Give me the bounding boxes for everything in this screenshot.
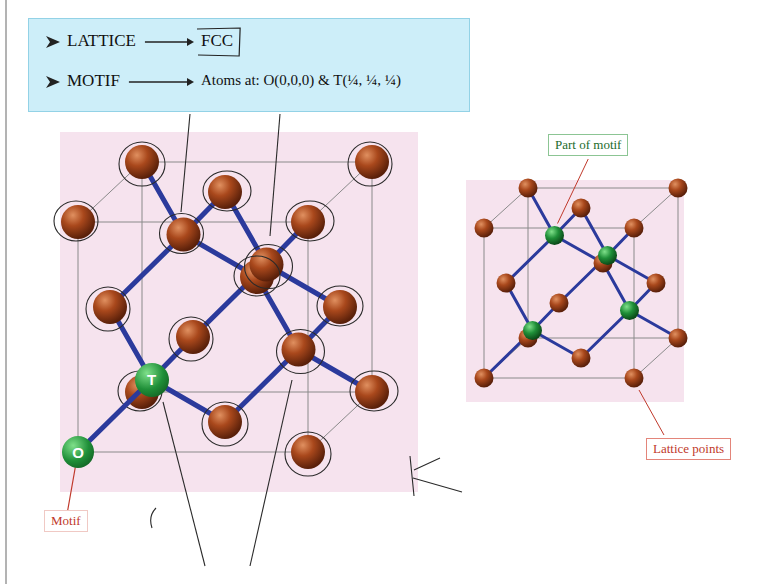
pen-circle	[245, 245, 293, 289]
pen-scribble	[151, 508, 156, 528]
lattice-atom	[475, 219, 494, 238]
lattice-atom	[669, 179, 688, 198]
motif-atom	[250, 248, 284, 282]
lattice-atom	[550, 294, 569, 313]
lattice-atom	[176, 320, 210, 354]
ground-right	[466, 180, 684, 402]
lattice-atom	[625, 219, 644, 238]
definition: Atoms at: O(0,0,0) & T(¼, ¼, ¼)	[201, 72, 401, 89]
cell-edge	[484, 378, 634, 379]
atom-letter: O	[72, 444, 84, 461]
lattice-atom	[625, 369, 644, 388]
bond	[581, 311, 630, 359]
pen-arrow	[250, 380, 292, 566]
cell-edge	[78, 222, 79, 452]
arrow	[129, 81, 190, 82]
pen-circle	[286, 201, 334, 241]
lattice-atom	[475, 369, 494, 388]
lattice-atom	[208, 175, 242, 209]
motif-atom	[523, 321, 542, 340]
pen-circle	[86, 287, 130, 331]
diamond-cell-left	[61, 145, 389, 469]
pen-circle	[348, 142, 392, 186]
lattice-atom	[125, 145, 159, 179]
term: MOTIF	[67, 71, 120, 91]
cell-edge	[484, 228, 485, 378]
pen-arrow	[181, 114, 190, 212]
pen-arrow	[270, 114, 280, 236]
pen-circle	[317, 286, 363, 326]
pen-circle	[160, 214, 204, 254]
arrow-head	[187, 38, 194, 46]
lattice-atom	[647, 274, 666, 293]
definition-panel: LATTICE FCC MOTIF Atoms at: O(0,0,0) & T(¼,…	[28, 18, 470, 112]
arrow	[145, 41, 190, 42]
pen-circle	[285, 432, 331, 476]
lattice-atom	[519, 179, 538, 198]
lattice-atom	[323, 290, 357, 324]
arrow-head	[187, 78, 194, 86]
motif-atom	[282, 333, 316, 367]
lattice-atom	[61, 205, 95, 239]
motif-atom	[545, 226, 564, 245]
leader-lines	[558, 159, 665, 435]
pen-circle	[169, 317, 213, 361]
label-box: Motif	[44, 510, 88, 532]
cell-edge	[528, 188, 678, 189]
lattice-atom	[669, 329, 688, 348]
pen-circle	[203, 171, 251, 211]
leader-connector	[68, 468, 75, 510]
atom-circle: O	[62, 436, 94, 468]
term: LATTICE	[67, 31, 136, 51]
cell-edge	[372, 162, 373, 392]
pen-arrow	[163, 402, 205, 566]
pen-annotations	[54, 114, 462, 566]
lattice-atom	[572, 349, 591, 368]
lattice-atom	[291, 435, 325, 469]
page-edge	[5, 0, 7, 584]
motif-atom	[167, 218, 201, 252]
motif-atom	[598, 246, 617, 265]
pen-circle	[234, 256, 280, 296]
bond-connector	[89, 391, 139, 440]
lattice-atom	[93, 290, 127, 324]
lattice-atom	[572, 199, 591, 218]
cell-edge	[142, 162, 372, 163]
leader-line	[558, 159, 589, 224]
lattice-atom	[291, 205, 325, 239]
atom-circle: T	[135, 363, 169, 397]
atom-letter: T	[147, 371, 156, 388]
ground-left	[60, 132, 418, 492]
label-box: Part of motif	[548, 134, 628, 156]
motif-atom	[620, 301, 639, 320]
pen-circle	[119, 142, 165, 186]
pen-box	[197, 28, 240, 56]
pen-circle	[202, 402, 248, 446]
lattice-atom	[497, 274, 516, 293]
lattice-atom	[355, 145, 389, 179]
lattice-atom	[355, 375, 389, 409]
leader-line	[639, 390, 664, 435]
pen-circle	[350, 371, 398, 411]
cell-edge	[678, 188, 679, 338]
pen-circle	[277, 330, 325, 374]
callout-label: Lattice points	[653, 441, 724, 457]
label-box: Lattice points	[646, 438, 731, 460]
bond	[506, 236, 555, 284]
cell-edge	[78, 452, 308, 453]
callout-label: Part of motif	[555, 137, 621, 153]
bullet	[46, 36, 60, 48]
lattice-atom	[208, 405, 242, 439]
callout-label: Motif	[51, 513, 81, 529]
pen-circle	[54, 201, 98, 241]
bullet	[46, 76, 60, 88]
pen-scribble	[410, 456, 462, 496]
diamond-cell-right	[475, 179, 688, 388]
definition: FCC	[201, 31, 233, 51]
